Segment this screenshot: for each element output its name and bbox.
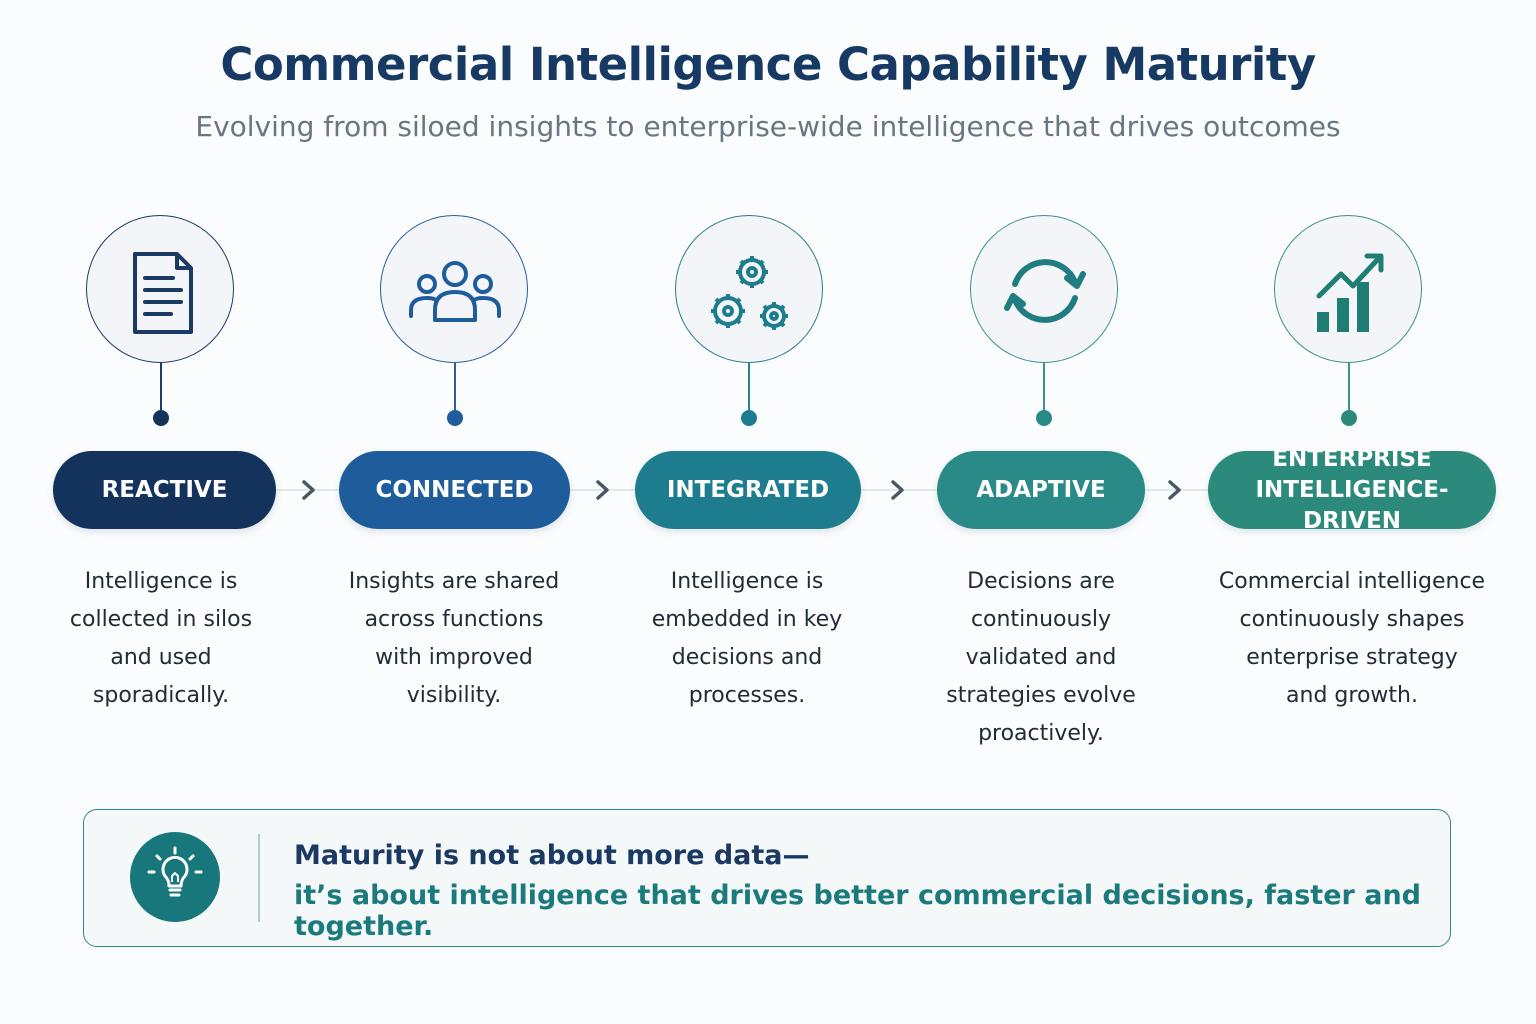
stage-description: Commercial intelligence continuously sha… — [1218, 569, 1486, 708]
banner-divider — [258, 834, 260, 922]
stage-connector — [1043, 363, 1045, 415]
stage-label-integrated: INTEGRATED — [635, 451, 861, 529]
stage-icon-circle — [86, 215, 234, 363]
stage-icon-circle — [1274, 215, 1422, 363]
stage-label-connected: CONNECTED — [339, 451, 570, 529]
stage-dot — [1036, 410, 1052, 426]
chevron-right-icon — [302, 480, 315, 500]
banner-message-line2: it’s about intelligence that drives bett… — [294, 880, 1422, 942]
stage-dot — [447, 410, 463, 426]
stage-icon-circle — [675, 215, 823, 363]
page-title: Commercial Intelligence Capability Matur… — [220, 38, 1316, 91]
stage-connector — [748, 363, 750, 415]
stage-icon-circle — [380, 215, 528, 363]
stage-connector — [1348, 363, 1350, 415]
gears-icon — [711, 256, 788, 330]
stage-connector — [160, 363, 162, 415]
stage-description: Intelligence is collected in silos and u… — [69, 569, 253, 708]
stage-dot — [1341, 410, 1357, 426]
stage-description: Insights are shared across functions wit… — [348, 569, 560, 708]
growth-chart-icon — [1316, 253, 1384, 332]
key-message-banner: Maturity is not about more data— it’s ab… — [83, 809, 1451, 947]
stage-icon-circle — [970, 215, 1118, 363]
lightbulb-icon — [130, 832, 220, 922]
chevron-right-icon — [891, 480, 904, 500]
people-icon — [409, 261, 501, 322]
stage-connector — [454, 363, 456, 415]
document-icon — [133, 252, 193, 334]
page-subtitle: Evolving from siloed insights to enterpr… — [195, 110, 1341, 143]
stage-dot — [153, 410, 169, 426]
banner-message-line1: Maturity is not about more data— — [294, 840, 810, 871]
stage-dot — [741, 410, 757, 426]
chevron-right-icon — [596, 480, 609, 500]
cycle-arrows-icon — [1004, 259, 1086, 323]
stage-label-enterprise-intelligence-driven: ENTERPRISE INTELLIGENCE-DRIVEN — [1208, 446, 1496, 534]
chevron-right-icon — [1168, 480, 1181, 500]
stage-description: Decisions are continuously validated and… — [946, 569, 1136, 746]
stage-label-adaptive: ADAPTIVE — [937, 451, 1145, 529]
stage-description: Intelligence is embedded in key decision… — [651, 569, 843, 708]
stage-label-reactive: REACTIVE — [53, 451, 276, 529]
